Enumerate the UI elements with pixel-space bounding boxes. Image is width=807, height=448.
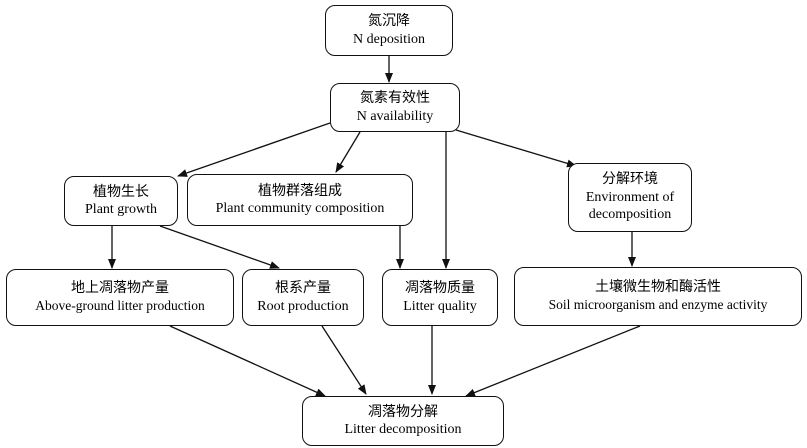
arrow-availability-to-plant-growth <box>177 122 331 177</box>
node-n-availability: 氮素有效性 N availability <box>330 83 460 132</box>
node-soil-microorganism: 土壤微生物和酶活性 Soil microorganism and enzyme … <box>514 267 802 326</box>
node-decomposition-environment-en-1: Environment of <box>585 189 675 205</box>
node-decomposition-environment: 分解环境 Environment of decomposition <box>568 163 692 232</box>
node-n-availability-en: N availability <box>356 108 434 124</box>
node-root-production-zh: 根系产量 <box>275 280 331 296</box>
node-n-deposition-en: N deposition <box>353 31 425 47</box>
node-decomposition-environment-zh: 分解环境 <box>602 171 658 188</box>
node-n-deposition-zh: 氮沉降 <box>368 13 410 29</box>
node-plant-community: 植物群落组成 Plant community composition <box>187 174 413 226</box>
node-litter-quality: 凋落物质量 Litter quality <box>382 269 498 326</box>
arrow-plant-growth-to-root <box>159 225 280 269</box>
node-plant-growth-zh: 植物生长 <box>93 183 149 200</box>
node-litter-quality-en: Litter quality <box>403 298 477 314</box>
node-above-ground-litter: 地上凋落物产量 Above-ground litter production <box>6 269 234 326</box>
arrow-above-litter-to-decomposition <box>169 325 326 397</box>
arrow-soil-to-decomposition <box>465 325 641 397</box>
node-soil-microorganism-zh: 土壤微生物和酶活性 <box>595 279 721 296</box>
node-litter-quality-zh: 凋落物质量 <box>405 280 475 296</box>
node-litter-decomposition: 凋落物分解 Litter decomposition <box>302 396 504 446</box>
node-above-ground-litter-en: Above-ground litter production <box>35 297 205 313</box>
node-soil-microorganism-en: Soil microorganism and enzyme activity <box>548 296 768 312</box>
arrow-availability-to-community <box>335 131 361 173</box>
arrow-availability-to-environment <box>455 129 577 168</box>
node-root-production: 根系产量 Root production <box>242 269 364 326</box>
node-plant-community-zh: 植物群落组成 <box>258 182 342 199</box>
node-litter-decomposition-en: Litter decomposition <box>344 422 462 437</box>
node-above-ground-litter-zh: 地上凋落物产量 <box>71 280 169 297</box>
node-root-production-en: Root production <box>257 298 349 314</box>
node-n-availability-zh: 氮素有效性 <box>360 90 430 106</box>
arrow-root-to-decomposition <box>321 325 367 395</box>
node-litter-decomposition-zh: 凋落物分解 <box>368 403 438 420</box>
node-n-deposition: 氮沉降 N deposition <box>325 5 453 56</box>
node-plant-community-en: Plant community composition <box>215 201 385 216</box>
node-plant-growth: 植物生长 Plant growth <box>64 176 178 226</box>
node-plant-growth-en: Plant growth <box>85 202 157 217</box>
node-decomposition-environment-en-2: decomposition <box>588 207 672 223</box>
